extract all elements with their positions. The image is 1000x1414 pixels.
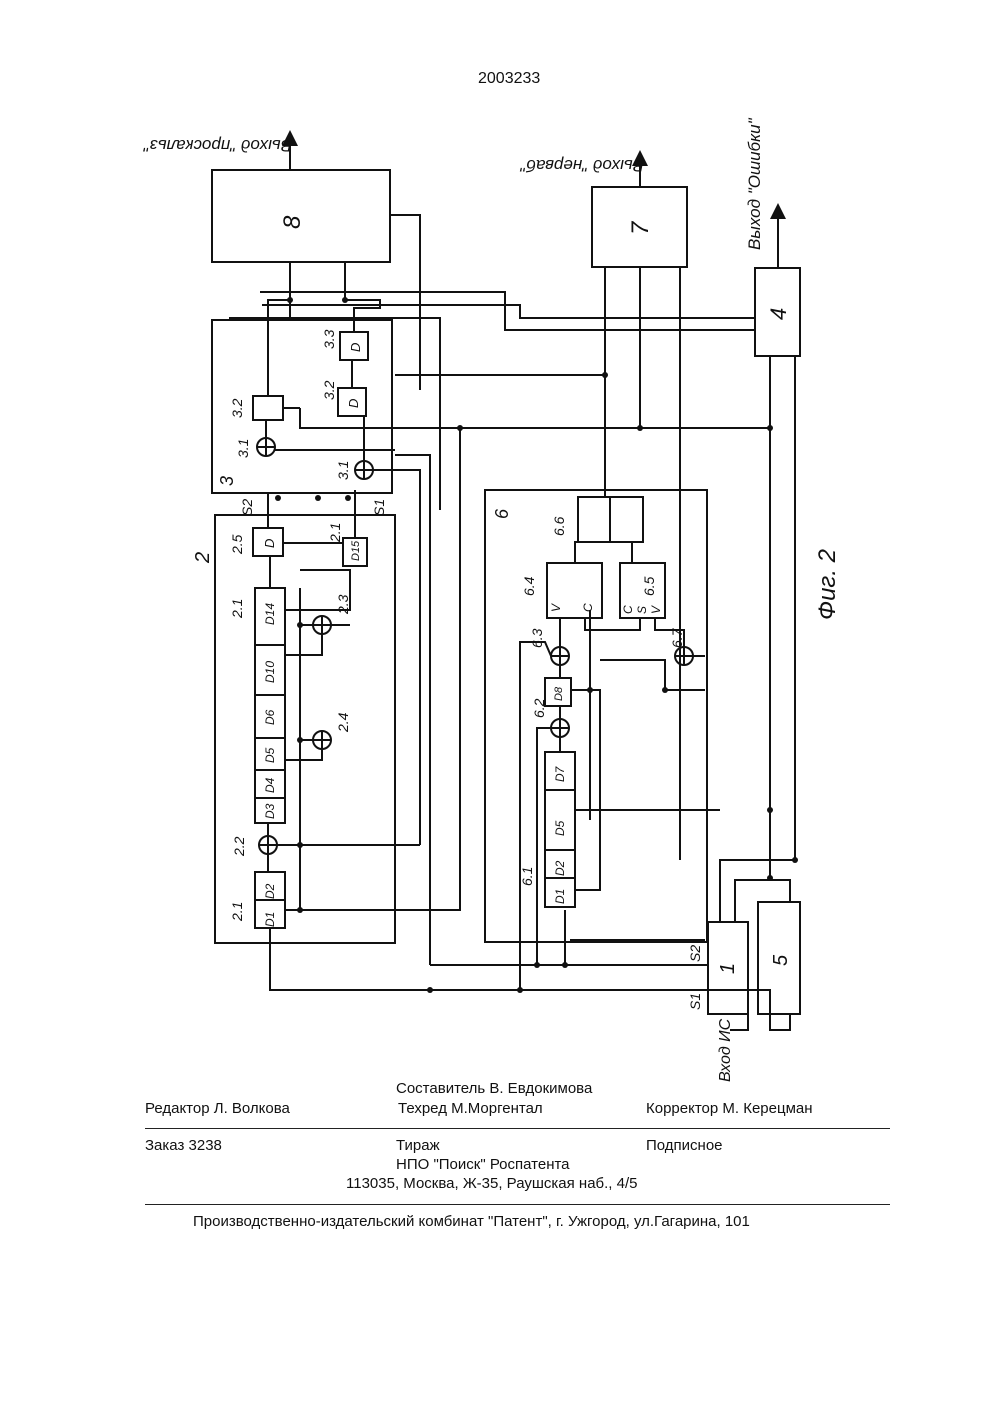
svg-text:S2: S2 [687, 945, 703, 962]
svg-text:D3: D3 [263, 803, 277, 819]
svg-text:3.2: 3.2 [321, 380, 337, 400]
svg-text:6.3: 6.3 [529, 628, 545, 648]
svg-text:D2: D2 [553, 860, 567, 876]
output-error-label: Выход "Ошибки" [745, 117, 764, 250]
svg-text:D6: D6 [263, 709, 277, 725]
svg-text:D: D [262, 539, 277, 548]
block-diagram: 8 Выход "проскальз" 7 Выход "нерваб" 4 В… [0, 0, 1000, 1090]
output-slip-label: Выход "проскальз" [143, 136, 292, 155]
svg-text:D1: D1 [263, 912, 277, 927]
svg-text:6.5: 6.5 [641, 576, 657, 596]
svg-text:V: V [549, 603, 563, 612]
svg-text:C: C [621, 605, 635, 614]
svg-text:3.1: 3.1 [335, 461, 351, 480]
svg-text:2.5: 2.5 [229, 534, 245, 555]
svg-text:D7: D7 [553, 765, 567, 782]
divider-bottom [145, 1204, 890, 1205]
svg-text:3.3: 3.3 [321, 329, 337, 349]
svg-text:6.2: 6.2 [531, 698, 547, 718]
svg-text:2.1: 2.1 [229, 599, 245, 619]
svg-text:2.1: 2.1 [327, 523, 343, 543]
svg-text:S1: S1 [371, 499, 387, 516]
svg-text:6.4: 6.4 [521, 576, 537, 596]
organization: НПО "Поиск" Роспатента [396, 1156, 570, 1173]
svg-text:2.1: 2.1 [229, 902, 245, 922]
svg-text:D10: D10 [263, 661, 277, 683]
block-1-label: 1 [717, 963, 739, 974]
svg-text:D5: D5 [553, 820, 567, 836]
svg-text:D5: D5 [263, 747, 277, 763]
corrector: Корректор М. Керецман [646, 1100, 813, 1117]
svg-text:D: D [346, 399, 361, 408]
block-3-label: 3 [217, 476, 237, 486]
block-8-label: 8 [279, 215, 306, 229]
subscription: Подписное [646, 1137, 723, 1154]
compiler: Составитель В. Евдокимова [396, 1080, 592, 1097]
address: 113035, Москва, Ж-35, Раушская наб., 4/5 [346, 1175, 638, 1192]
svg-text:3.1: 3.1 [235, 439, 251, 458]
divider-top [145, 1128, 890, 1129]
svg-text:S: S [635, 606, 649, 614]
svg-text:C: C [581, 603, 595, 612]
svg-text:3.2: 3.2 [229, 398, 245, 418]
circulation: Тираж [396, 1137, 440, 1154]
block-2-label: 2 [192, 552, 214, 564]
printing-plant: Производственно-издательский комбинат "П… [193, 1213, 750, 1230]
svg-text:D15: D15 [350, 540, 362, 561]
block-7-label: 7 [627, 220, 654, 235]
svg-text:V: V [649, 605, 663, 614]
order: Заказ 3238 [145, 1137, 222, 1154]
svg-text:6.1: 6.1 [519, 867, 535, 886]
svg-text:D: D [348, 343, 363, 352]
block-2 [215, 515, 395, 943]
output-zero-label: Выход "нерваб" [519, 156, 644, 175]
svg-text:2.3: 2.3 [335, 594, 351, 615]
editor: Редактор Л. Волкова [145, 1100, 290, 1117]
svg-text:2.4: 2.4 [335, 712, 351, 733]
svg-text:D1: D1 [553, 889, 567, 904]
svg-text:6.6: 6.6 [551, 516, 567, 536]
svg-text:D4: D4 [263, 777, 277, 793]
svg-text:D8: D8 [553, 686, 565, 701]
svg-text:2.2: 2.2 [231, 836, 247, 857]
svg-text:D2: D2 [263, 883, 277, 899]
figure-caption: Фиг. 2 [814, 549, 841, 620]
svg-text:S2: S2 [239, 499, 255, 516]
techred: Техред М.Моргентал [398, 1100, 543, 1117]
svg-text:S1: S1 [687, 993, 703, 1010]
cell-3-2 [253, 396, 283, 420]
input-label: Вход ИС [717, 1018, 734, 1082]
block-4-label: 4 [766, 308, 791, 320]
block-5-label: 5 [770, 954, 792, 966]
block-6-label: 6 [492, 508, 512, 519]
svg-text:D14: D14 [263, 603, 277, 625]
